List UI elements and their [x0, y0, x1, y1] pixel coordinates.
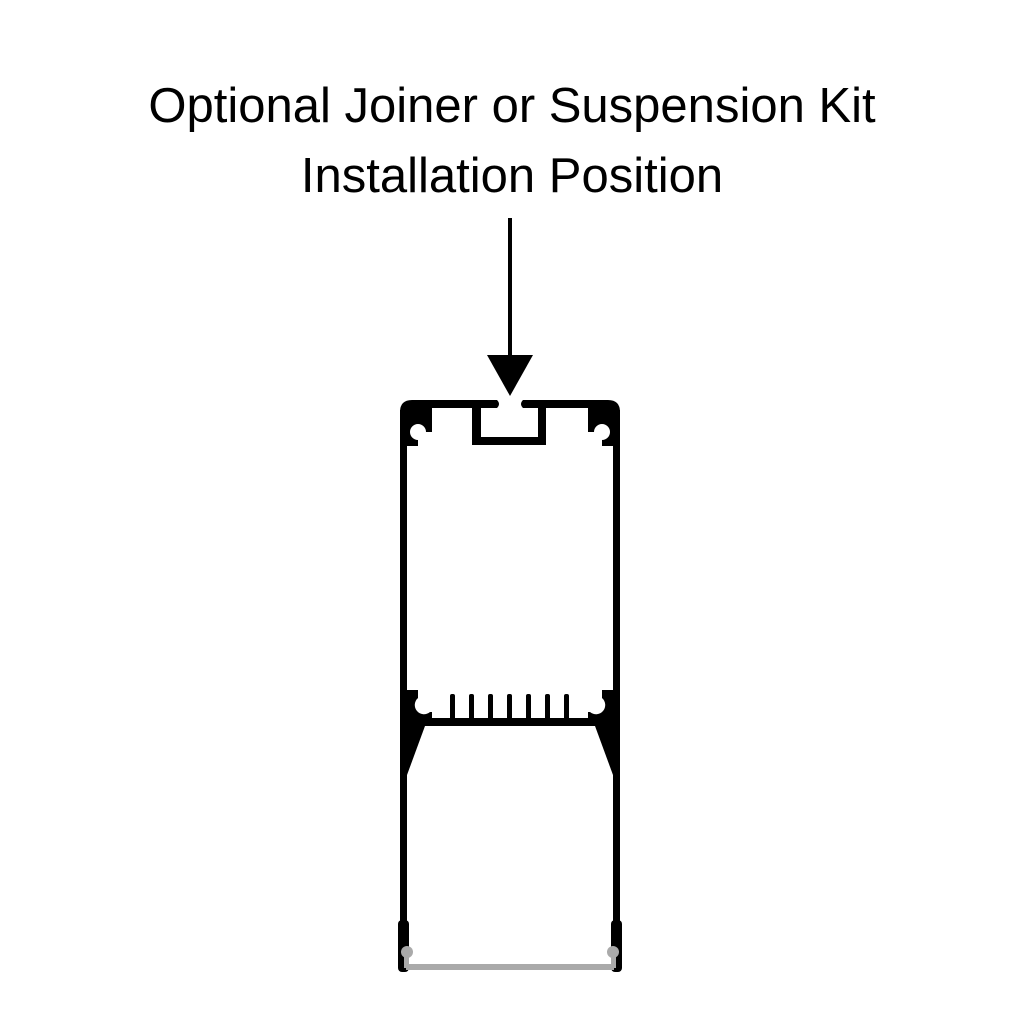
extrusion-profile	[398, 400, 622, 972]
heatsink-fins	[450, 694, 569, 720]
callout-label-line2: Installation Position	[300, 149, 724, 203]
arrow-icon	[487, 218, 533, 396]
callout-label-line1: Optional Joiner or Suspension Kit	[148, 79, 876, 133]
diffuser-lens	[401, 946, 619, 970]
